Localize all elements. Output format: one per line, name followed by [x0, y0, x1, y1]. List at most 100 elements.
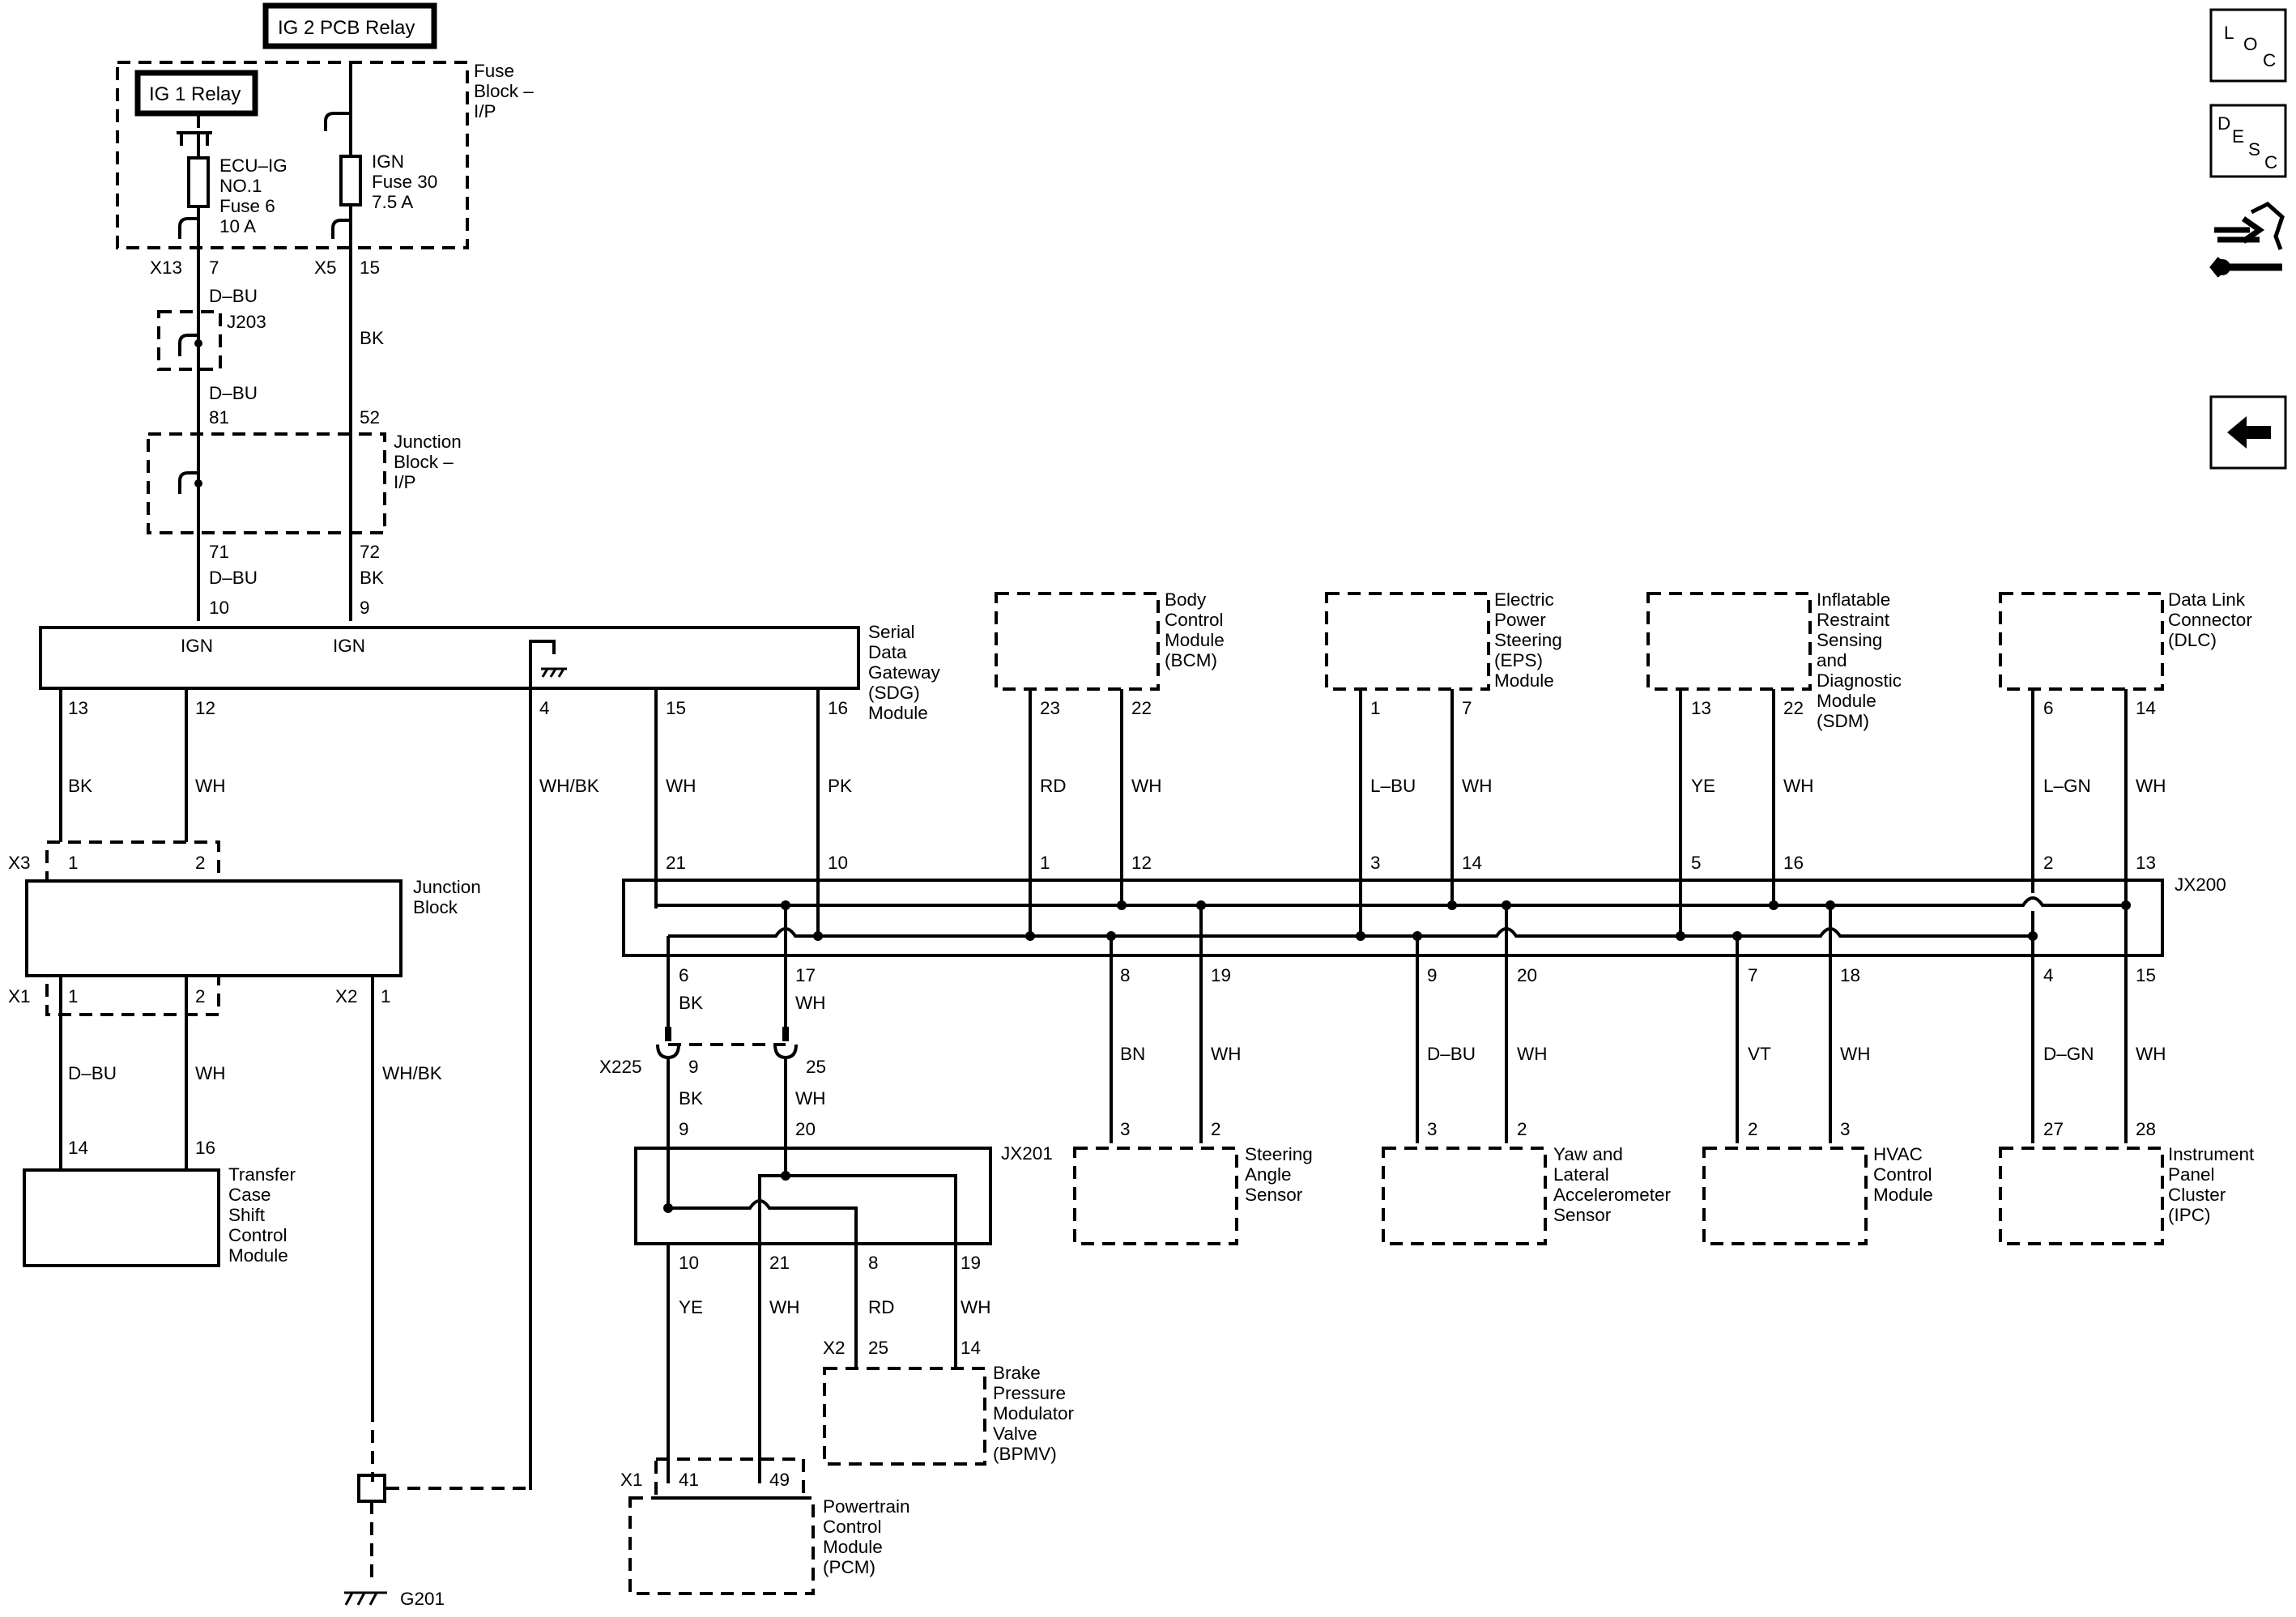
- pin-label: 6: [2043, 698, 2054, 718]
- ig2-relay-label: IG 2 PCB Relay: [262, 2, 437, 49]
- svg-text:(SDG): (SDG): [868, 683, 920, 703]
- svg-text:NO.1: NO.1: [219, 176, 262, 196]
- pin-label: 15: [666, 698, 686, 718]
- pin-label: 16: [195, 1138, 215, 1158]
- junction-block-ip-connector-icon: [178, 471, 198, 494]
- ecu-fuse-label: ECU–IG NO.1 Fuse 6 10 A: [219, 155, 288, 236]
- svg-text:Lateral: Lateral: [1553, 1164, 1609, 1185]
- svg-text:IGN: IGN: [372, 151, 404, 172]
- svg-text:Diagnostic: Diagnostic: [1817, 670, 1902, 691]
- ground-label: G201: [400, 1589, 445, 1609]
- connector-x2: X2: [335, 986, 358, 1006]
- pin-label: 13: [2136, 853, 2156, 873]
- splice-node: [1447, 900, 1457, 910]
- pin-label: 14: [1462, 853, 1482, 873]
- svg-text:Control: Control: [1165, 610, 1224, 630]
- back-arrow-icon: [2227, 416, 2271, 449]
- svg-text:Data Link: Data Link: [2168, 589, 2246, 610]
- svg-text:Case: Case: [228, 1185, 271, 1205]
- pin-label: 3: [1370, 853, 1381, 873]
- wire-color-label: YE: [679, 1297, 703, 1317]
- hvac-module-box: [1702, 1147, 1868, 1245]
- pin-label: 7: [1462, 698, 1472, 718]
- pin-label: 49: [769, 1470, 790, 1490]
- jx200-label: JX200: [2175, 874, 2226, 895]
- svg-text:Pressure: Pressure: [993, 1383, 1066, 1403]
- splice-node: [813, 931, 823, 941]
- j203-splice-box: [157, 310, 222, 371]
- pin-label: 3: [1427, 1119, 1438, 1139]
- splice-node: [1117, 900, 1127, 910]
- junction-block-box: [25, 879, 403, 977]
- wire-color-label: L–GN: [2043, 776, 2091, 796]
- wire-color-label: WH/BK: [382, 1063, 442, 1083]
- svg-text:C: C: [2264, 152, 2277, 172]
- wire-color-label: WH: [769, 1297, 800, 1317]
- yaw-sensor-name: Yaw and Lateral Accelerometer Sensor: [1553, 1144, 1672, 1225]
- svg-text:(DLC): (DLC): [2168, 630, 2217, 650]
- wire-color-label: VT: [1748, 1044, 1771, 1064]
- ecu-fuse-icon: [187, 156, 210, 208]
- wire-color-label: WH: [1840, 1044, 1871, 1064]
- jx201-splice-pack: [634, 1147, 992, 1245]
- svg-text:Sensing: Sensing: [1817, 630, 1882, 650]
- dlc-module-box: [1999, 592, 2164, 691]
- svg-text:7.5 A: 7.5 A: [372, 192, 413, 212]
- sdg-ign-right-label: IGN: [333, 636, 365, 656]
- splice-node: [1676, 931, 1685, 941]
- wire-color-label: D–BU: [209, 286, 258, 306]
- pin-label: 12: [1131, 853, 1152, 873]
- sdm-module-box: [1646, 592, 1812, 691]
- pin-label: 2: [195, 986, 206, 1006]
- pin-label: 71: [209, 542, 229, 562]
- pin-label: 20: [795, 1119, 816, 1139]
- wire-color-label: BK: [68, 776, 92, 796]
- svg-text:Module: Module: [1165, 630, 1225, 650]
- wire-color-label: BK: [360, 568, 384, 588]
- fuse-block-name: Fuse Block – I/P: [474, 61, 534, 121]
- svg-text:Module: Module: [1817, 691, 1876, 711]
- loc-button[interactable]: L O C: [2209, 8, 2287, 83]
- svg-text:(SDM): (SDM): [1817, 711, 1869, 731]
- pcm-name: Powertrain Control Module (PCM): [823, 1496, 910, 1577]
- pin-label: 15: [360, 257, 380, 278]
- fuse6-connector-icon: [178, 217, 198, 239]
- wire-color-label: WH: [961, 1297, 991, 1317]
- ign-fuse-icon: [339, 155, 362, 206]
- ground-dashed-wire: [382, 1409, 532, 1490]
- back-button[interactable]: [2209, 395, 2287, 470]
- j203-connector-icon: [178, 334, 198, 356]
- eps-module-box: [1325, 592, 1490, 691]
- pin-label: 1: [68, 986, 79, 1006]
- pin-label: 81: [209, 407, 229, 428]
- pin-label: 22: [1783, 698, 1804, 718]
- svg-text:(BCM): (BCM): [1165, 650, 1217, 670]
- pin-label: 6: [679, 965, 689, 985]
- connector-x1: X1: [8, 986, 31, 1006]
- svg-text:Block –: Block –: [394, 452, 454, 472]
- svg-text:Angle: Angle: [1245, 1164, 1292, 1185]
- svg-text:(IPC): (IPC): [2168, 1205, 2211, 1225]
- sdm-name: Inflatable Restraint Sensing and Diagnos…: [1817, 589, 1902, 731]
- ig1-relay-label: IG 1 Relay: [134, 70, 258, 117]
- sdg-module-box: [39, 626, 860, 690]
- bcm-module-box: [995, 592, 1160, 691]
- dlc-name: Data Link Connector (DLC): [2168, 589, 2252, 650]
- sdg-ign-left-label: IGN: [181, 636, 213, 656]
- component-connector-wrench-icon[interactable]: [2209, 202, 2285, 278]
- svg-text:Gateway: Gateway: [868, 662, 941, 683]
- wire-color-label: YE: [1691, 776, 1715, 796]
- wire-color-label: D–GN: [2043, 1044, 2094, 1064]
- pin-label: 9: [360, 598, 370, 618]
- pin-label: 3: [1840, 1119, 1851, 1139]
- svg-text:Junction: Junction: [394, 432, 462, 452]
- transfer-case-name: Transfer Case Shift Control Module: [228, 1164, 296, 1266]
- wire-color-label: BK: [679, 1088, 703, 1108]
- sdg-module-name: Serial Data Gateway (SDG) Module: [868, 622, 941, 723]
- desc-button[interactable]: D E S C: [2209, 104, 2287, 178]
- wire-color-label: WH: [195, 1063, 226, 1083]
- pin-label: 14: [2136, 698, 2156, 718]
- ign-fuse-connector-top-icon: [324, 112, 351, 131]
- wire-color-label: WH: [1462, 776, 1493, 796]
